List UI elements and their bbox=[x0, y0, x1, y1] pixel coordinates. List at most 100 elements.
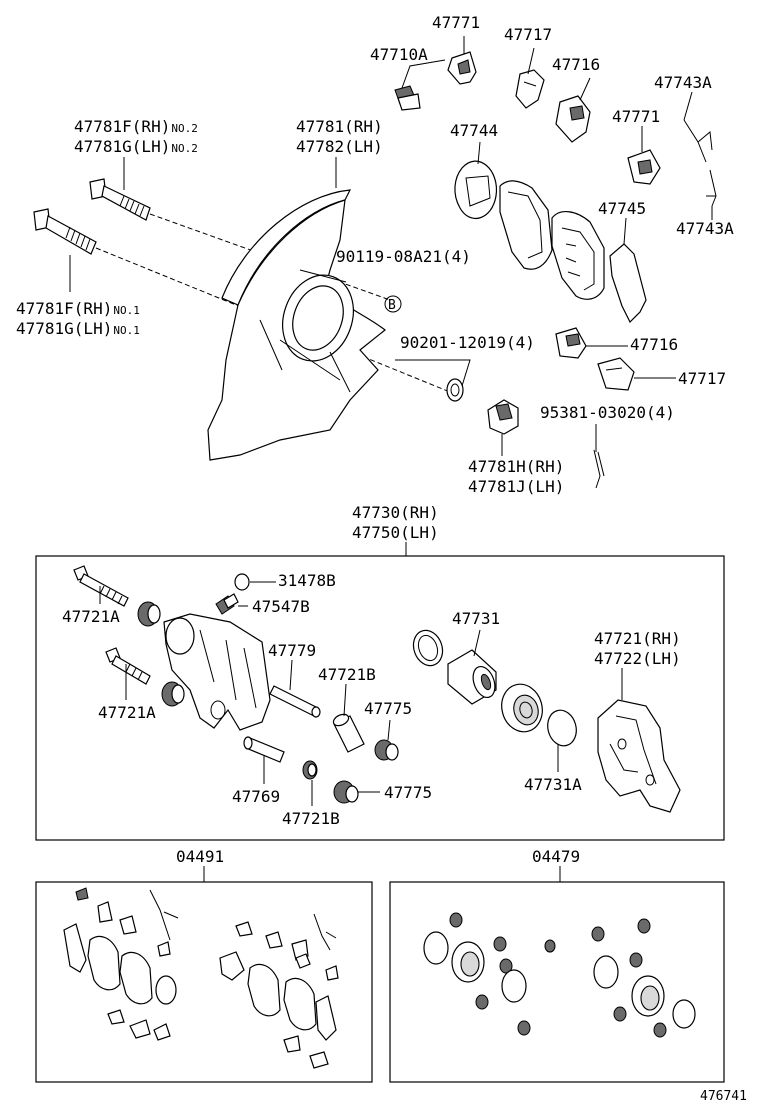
label-47769: 47769 bbox=[232, 787, 281, 806]
label-47717-top: 47717 bbox=[504, 25, 553, 44]
label-95381: 95381-03020(4) bbox=[540, 403, 675, 422]
label-47721-rh: 47721(RH) bbox=[594, 629, 681, 648]
shim-47744[interactable] bbox=[454, 160, 498, 219]
boot-47721A-1[interactable] bbox=[137, 601, 161, 627]
label-04491: 04491 bbox=[176, 847, 225, 866]
label-47781F-no2: 47781F(RH)NO.2 bbox=[74, 117, 198, 136]
bolt-no1[interactable] bbox=[33, 208, 97, 255]
label-47750-lh: 47750(LH) bbox=[352, 523, 439, 542]
kit-04491-box bbox=[35, 881, 373, 1083]
note-no2: NO.2 bbox=[171, 122, 198, 135]
label-47721A-2: 47721A bbox=[98, 703, 156, 722]
label-47743A-bottom: 47743A bbox=[676, 219, 734, 238]
o-ring-47731A[interactable] bbox=[544, 707, 580, 749]
leader-47710A bbox=[401, 59, 446, 89]
label-47781H-rh: 47781H(RH) bbox=[468, 457, 565, 476]
leader-47743A-top bbox=[683, 91, 693, 121]
b-marker bbox=[384, 295, 402, 313]
pin-47769[interactable] bbox=[243, 736, 285, 763]
kit-04479-contents bbox=[423, 912, 696, 1038]
label-b-marker: B bbox=[388, 298, 396, 313]
label-90119: 90119-08A21(4) bbox=[336, 247, 471, 266]
boot-47721A-2[interactable] bbox=[161, 681, 185, 707]
piston-boot-47731[interactable] bbox=[496, 680, 547, 737]
bolt-47721A-2[interactable] bbox=[105, 647, 151, 685]
label-47775-2: 47775 bbox=[384, 783, 433, 802]
leader-47745 bbox=[623, 217, 627, 245]
label-47775-1: 47775 bbox=[364, 699, 413, 718]
brake-pad-inner[interactable] bbox=[499, 180, 553, 270]
pin-47779[interactable] bbox=[269, 685, 321, 718]
label-47731A: 47731A bbox=[524, 775, 582, 794]
diagram-reference-code: 476741 bbox=[700, 1089, 747, 1104]
bushing-47781H[interactable] bbox=[487, 399, 519, 435]
cap-31478B[interactable] bbox=[234, 573, 250, 591]
label-47779: 47779 bbox=[268, 641, 317, 660]
shim-47717-mid[interactable] bbox=[597, 357, 635, 391]
bushing-47721B-1[interactable] bbox=[332, 712, 365, 753]
dust-cover[interactable] bbox=[207, 189, 386, 461]
caliper-assembly-box bbox=[35, 555, 725, 841]
label-47721B-2: 47721B bbox=[282, 809, 340, 828]
clip-47771-top[interactable] bbox=[447, 51, 477, 85]
label-47771-mid: 47771 bbox=[612, 107, 661, 126]
label-47547B: 47547B bbox=[252, 597, 310, 616]
bolt-47710A[interactable] bbox=[394, 85, 421, 111]
kit-04491-contents bbox=[63, 887, 339, 1069]
label-47722-lh: 47722(LH) bbox=[594, 649, 681, 668]
label-47782-lh: 47782(LH) bbox=[296, 137, 383, 156]
shim-47717-top[interactable] bbox=[515, 69, 545, 109]
leader-47779 bbox=[289, 659, 293, 691]
bolt-no2-axis-line bbox=[149, 213, 391, 301]
label-47716-mid: 47716 bbox=[630, 335, 679, 354]
label-90201: 90201-12019(4) bbox=[400, 333, 535, 352]
label-47730-rh: 47730(RH) bbox=[352, 503, 439, 522]
wear-indicator-47743A-bottom[interactable] bbox=[706, 169, 717, 207]
note-no1: NO.1 bbox=[113, 304, 140, 317]
leader-47731 bbox=[473, 629, 481, 657]
bushing-47721B-2[interactable] bbox=[302, 760, 318, 780]
boot-47775-2[interactable] bbox=[333, 780, 359, 804]
wear-indicator-47743A-top[interactable] bbox=[683, 119, 713, 163]
label-47744: 47744 bbox=[450, 121, 499, 140]
caliper-cylinder[interactable] bbox=[163, 613, 271, 731]
shim-47716-mid[interactable] bbox=[555, 327, 587, 359]
label-04479: 04479 bbox=[532, 847, 581, 866]
label-47717-mid: 47717 bbox=[678, 369, 727, 388]
note-no2-lh: NO.2 bbox=[171, 142, 198, 155]
label-47781G-no1: 47781G(LH)NO.1 bbox=[16, 319, 140, 338]
pin-95381[interactable] bbox=[593, 449, 605, 489]
label-47781-rh: 47781(RH) bbox=[296, 117, 383, 136]
note-no1-lh: NO.1 bbox=[113, 324, 140, 337]
label-47721B-1: 47721B bbox=[318, 665, 376, 684]
label-47731: 47731 bbox=[452, 609, 501, 628]
leader-47721B-1 bbox=[343, 683, 347, 717]
label-31478B: 31478B bbox=[278, 571, 336, 590]
bolt-47721A-1[interactable] bbox=[73, 565, 129, 607]
leader-47775-1 bbox=[387, 719, 391, 741]
kit-04479-box bbox=[389, 881, 725, 1083]
clip-47771-mid[interactable] bbox=[627, 149, 661, 185]
leader-47717-top bbox=[527, 47, 535, 75]
label-47781F-no1: 47781F(RH)NO.1 bbox=[16, 299, 140, 318]
shim-47716-top[interactable] bbox=[555, 95, 591, 143]
mounting-bracket-47721[interactable] bbox=[597, 699, 681, 813]
bolt-no2[interactable] bbox=[89, 178, 151, 221]
label-47781J-lh: 47781J(LH) bbox=[468, 477, 565, 496]
bleeder-47547B[interactable] bbox=[215, 593, 239, 615]
piston-47731[interactable] bbox=[447, 649, 499, 705]
label-47771-top: 47771 bbox=[432, 13, 481, 32]
label-47743A-top: 47743A bbox=[654, 73, 712, 92]
boot-47775-1[interactable] bbox=[374, 739, 399, 761]
leader-47744 bbox=[477, 141, 481, 165]
seal-ring-47731[interactable] bbox=[409, 626, 448, 669]
shim-47745[interactable] bbox=[609, 243, 647, 324]
label-47721A-1: 47721A bbox=[62, 607, 120, 626]
washer-90201[interactable] bbox=[446, 378, 464, 402]
leader-47716-top bbox=[579, 77, 591, 101]
leader-90201 bbox=[395, 359, 471, 387]
label-47710A: 47710A bbox=[370, 45, 428, 64]
brake-pad-outer[interactable] bbox=[551, 211, 605, 300]
